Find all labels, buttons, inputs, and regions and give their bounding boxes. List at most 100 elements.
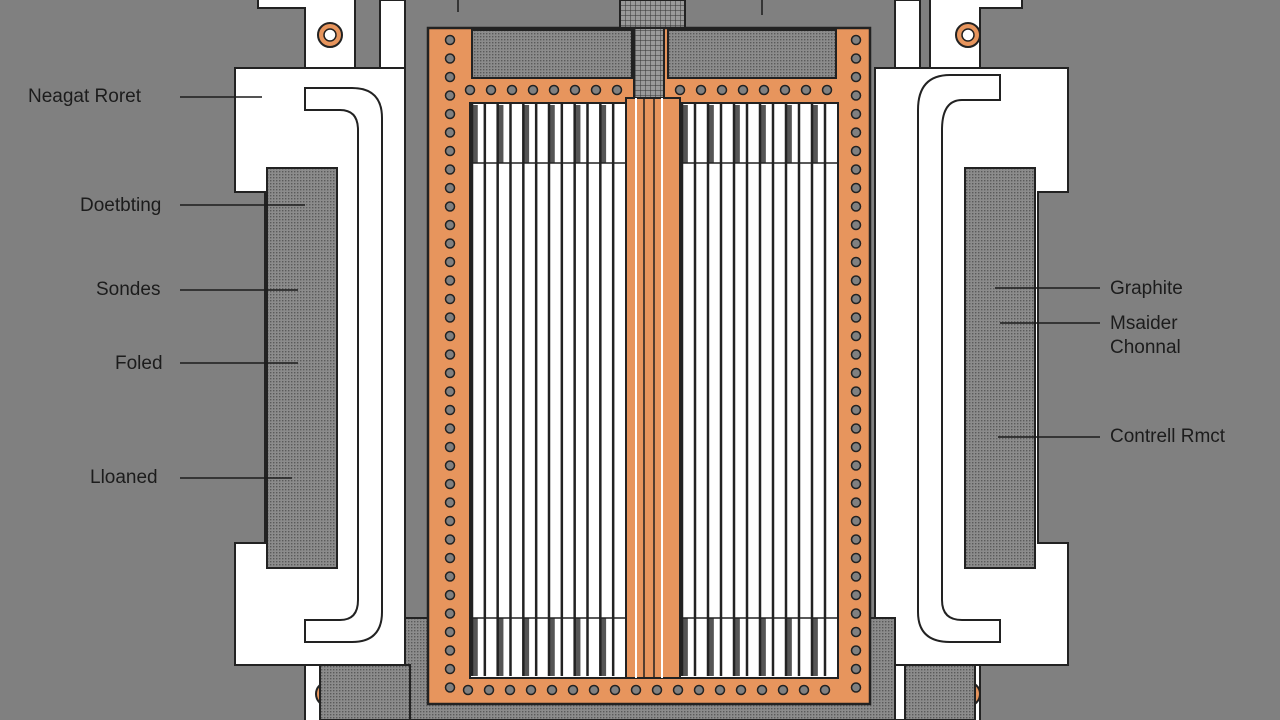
slot-dark-bottom bbox=[682, 618, 688, 676]
rivet bbox=[756, 684, 768, 696]
slot-dark-bottom bbox=[523, 618, 530, 676]
rivet bbox=[850, 367, 862, 379]
rivet bbox=[444, 534, 456, 545]
rivet bbox=[850, 238, 862, 249]
top-grid-stem bbox=[619, 0, 686, 31]
label-doetbting: Doetbting bbox=[80, 195, 162, 216]
rivet bbox=[850, 164, 862, 175]
rivet bbox=[672, 684, 684, 696]
slot-dark-bottom bbox=[574, 618, 581, 676]
rivet bbox=[850, 182, 862, 194]
label-contrell-rmct: Contrell Rmct bbox=[1110, 426, 1226, 447]
rivet bbox=[444, 330, 456, 342]
slot-dark-bottom bbox=[549, 618, 555, 676]
rivet bbox=[444, 349, 456, 360]
rivet bbox=[651, 684, 663, 696]
rivet bbox=[444, 386, 456, 397]
slot-dark-bottom bbox=[708, 618, 714, 676]
rivet bbox=[444, 497, 456, 508]
rivet bbox=[444, 127, 456, 138]
rivet bbox=[444, 71, 456, 83]
slot-dark-top bbox=[549, 105, 555, 163]
rivet bbox=[850, 53, 862, 64]
rivet bbox=[444, 275, 456, 286]
label-sondes: Sondes bbox=[96, 279, 161, 300]
rivet bbox=[548, 84, 560, 96]
label-graphite: Graphite bbox=[1110, 278, 1183, 299]
rivet bbox=[444, 404, 456, 416]
rivet bbox=[444, 293, 456, 305]
slot-dark-top bbox=[472, 105, 478, 163]
center-column bbox=[625, 97, 681, 679]
rivet bbox=[567, 684, 579, 696]
rivet bbox=[850, 515, 862, 527]
center-grid-column bbox=[633, 27, 665, 99]
frame-rivets bbox=[444, 34, 862, 696]
rivet bbox=[850, 682, 862, 693]
slot-dark-top bbox=[600, 105, 607, 163]
label-neagat-roret: Neagat Roret bbox=[28, 86, 142, 107]
left-rail bbox=[379, 0, 406, 69]
slot-dark-bottom bbox=[786, 618, 792, 676]
rivet bbox=[444, 53, 456, 64]
rivet bbox=[444, 219, 456, 231]
left-slots bbox=[470, 104, 626, 676]
rivet bbox=[850, 571, 862, 582]
slot-dark-top bbox=[574, 105, 581, 163]
rivet bbox=[444, 478, 456, 490]
top-left-bracket bbox=[257, 0, 356, 69]
rivet bbox=[850, 71, 862, 83]
rivet bbox=[850, 386, 862, 397]
rivet bbox=[444, 256, 456, 268]
rivet bbox=[444, 682, 456, 693]
rivet bbox=[850, 552, 862, 564]
rivet bbox=[850, 441, 862, 453]
slot-dark-top bbox=[786, 105, 792, 163]
leader-lines bbox=[180, 0, 1100, 479]
rivet bbox=[527, 84, 539, 96]
slot-dark-bottom bbox=[734, 618, 740, 676]
rivet bbox=[444, 441, 456, 453]
rivet bbox=[850, 349, 862, 360]
rivet bbox=[714, 684, 726, 696]
rivet bbox=[850, 423, 862, 434]
rivet bbox=[850, 497, 862, 508]
rivet bbox=[850, 645, 862, 656]
rivet bbox=[444, 571, 456, 582]
slot-dark-top bbox=[497, 105, 504, 163]
rivet bbox=[444, 164, 456, 175]
slot-dark-top bbox=[812, 105, 818, 163]
rivet bbox=[444, 90, 456, 101]
rivet bbox=[800, 84, 812, 96]
rivet bbox=[590, 84, 602, 96]
rivet bbox=[850, 145, 862, 157]
rivet bbox=[716, 84, 728, 96]
rivet bbox=[444, 608, 456, 619]
rivet bbox=[850, 256, 862, 268]
rivet bbox=[821, 84, 833, 96]
rivet bbox=[483, 684, 495, 696]
rivet bbox=[850, 34, 862, 46]
rivet bbox=[850, 219, 862, 231]
rivet bbox=[546, 684, 558, 696]
rivet bbox=[444, 182, 456, 194]
rivet bbox=[444, 626, 456, 638]
rivet bbox=[758, 84, 770, 96]
rivet bbox=[850, 330, 862, 342]
rivet bbox=[444, 515, 456, 527]
slot-dark-top bbox=[523, 105, 530, 163]
rivet bbox=[588, 684, 600, 696]
rivet bbox=[850, 478, 862, 490]
rivet bbox=[444, 238, 456, 249]
slot-dark-bottom bbox=[497, 618, 504, 676]
rivet bbox=[464, 84, 476, 96]
rivet bbox=[737, 84, 749, 96]
slot-dark-top bbox=[760, 105, 766, 163]
slot-dark-bottom bbox=[812, 618, 818, 676]
right-hatched-block bbox=[964, 167, 1036, 569]
rivet bbox=[485, 84, 497, 96]
label-msaider-chonnal: Msaider Chonnal bbox=[1110, 313, 1181, 358]
rivet bbox=[444, 460, 456, 471]
